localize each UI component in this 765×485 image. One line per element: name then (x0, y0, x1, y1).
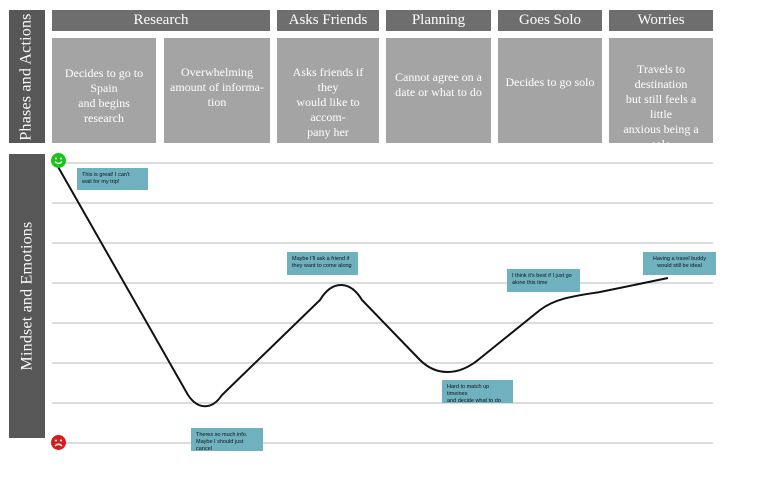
emotion-curve (56, 164, 669, 408)
action-cannot-agree: Cannot agree on a date or what to do (386, 38, 491, 143)
phases-and-actions-label: Phases and Actions (9, 10, 45, 143)
note-too-much-info: Theres so much info. Maybe I should just… (191, 428, 263, 452)
note-ask-friend: Maybe I'll ask a friend if they want to … (287, 252, 358, 275)
action-asks-friends: Asks friends if they would like to accom… (277, 38, 379, 143)
phase-header-research: Research (52, 10, 270, 31)
action-decides-to-go: Decides to go to Spain and begins resear… (52, 38, 156, 143)
grid-lines (52, 162, 713, 444)
note-great-trip: This is great! I can't wait for my trip! (77, 168, 148, 190)
action-overwhelming-info: Overwhelming amount of informa- tion (164, 38, 270, 143)
phase-header-planning: Planning (386, 10, 491, 31)
phase-header-goes-solo: Goes Solo (498, 10, 602, 31)
smiling-face-icon (51, 153, 66, 168)
phase-header-worries: Worries (609, 10, 713, 31)
phase-header-asks-friends: Asks Friends (277, 10, 379, 31)
note-go-alone: I think it's best if I just go alone thi… (507, 269, 580, 292)
note-travel-buddy: Having a travel buddy would still be ide… (643, 252, 716, 275)
action-decides-solo: Decides to go solo (498, 38, 602, 143)
mindset-and-emotions-label: Mindset and Emotions (9, 154, 45, 438)
note-hard-to-match: Hard to match up timeines and decide wha… (442, 380, 513, 404)
frowning-face-icon (51, 435, 66, 450)
